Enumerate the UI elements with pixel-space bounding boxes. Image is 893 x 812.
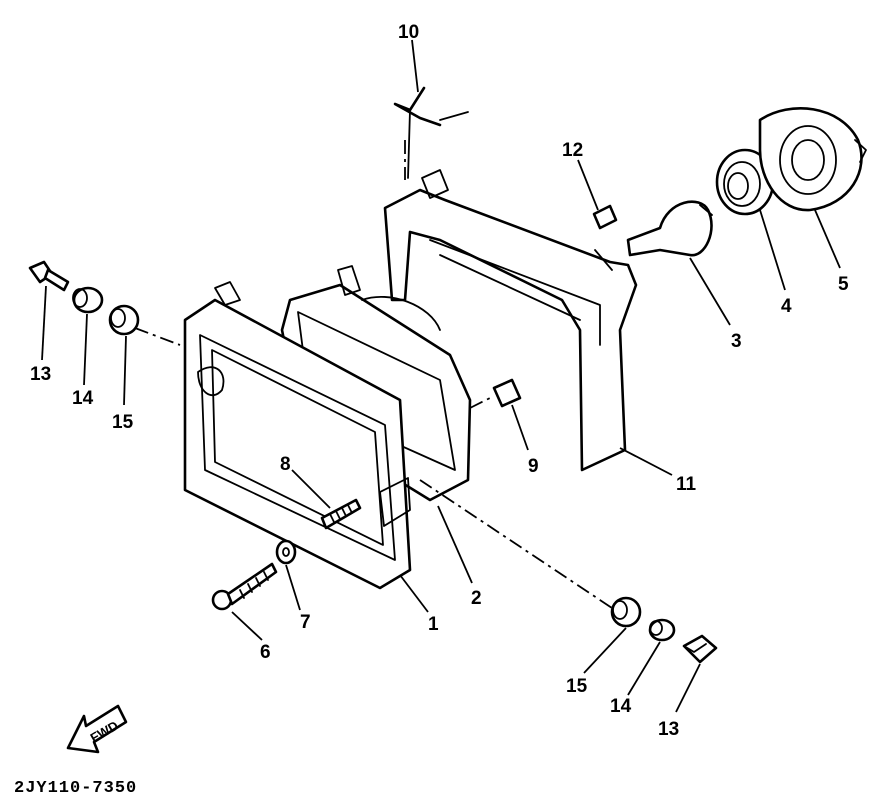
part-13-bolt-right <box>682 634 718 664</box>
callout-13-right: 13 <box>658 719 679 740</box>
part-4-bulb-socket <box>715 148 775 216</box>
callout-10: 10 <box>398 22 419 43</box>
callout-1: 1 <box>428 614 439 635</box>
part-5-dust-boot <box>758 107 867 212</box>
callout-7: 7 <box>300 612 311 633</box>
callout-4: 4 <box>781 296 792 317</box>
drawing-code: 2JY110-7350 <box>14 779 137 798</box>
part-8-adjusting-screw <box>320 498 362 530</box>
assembly-lines <box>134 140 613 609</box>
callout-12: 12 <box>562 140 583 161</box>
callout-15-left: 15 <box>112 412 134 433</box>
part-10-spring <box>393 86 469 179</box>
part-15-grommet-right <box>610 596 642 628</box>
callout-13-left: 13 <box>30 364 51 385</box>
callout-15-right: 15 <box>566 676 588 697</box>
part-14-collar-right <box>648 618 676 642</box>
part-11-headlight-bracket <box>383 169 638 472</box>
callout-11: 11 <box>676 474 697 495</box>
callout-5: 5 <box>838 274 849 295</box>
part-12-clip <box>592 204 618 230</box>
callout-14-right: 14 <box>610 696 632 717</box>
fwd-arrow: FWD <box>66 704 128 754</box>
part-15-grommet-left <box>108 304 140 336</box>
part-7-washer <box>275 539 297 565</box>
callout-6: 6 <box>260 642 271 663</box>
callout-8: 8 <box>280 454 291 475</box>
callout-9: 9 <box>528 456 539 477</box>
part-3-bulb <box>626 200 713 257</box>
part-1-headlight-rim <box>183 281 412 590</box>
part-6-screw <box>211 562 278 611</box>
callout-3: 3 <box>731 331 742 352</box>
leader-lines <box>41 39 841 713</box>
part-13-bolt-left <box>28 260 70 292</box>
callout-14-left: 14 <box>72 388 94 409</box>
callout-labels: 10 12 3 4 5 11 9 8 2 1 7 6 13 14 15 15 1… <box>30 22 849 740</box>
callout-2: 2 <box>471 588 482 609</box>
part-14-collar-left <box>72 286 104 314</box>
part-9-nut-clip <box>492 378 522 408</box>
